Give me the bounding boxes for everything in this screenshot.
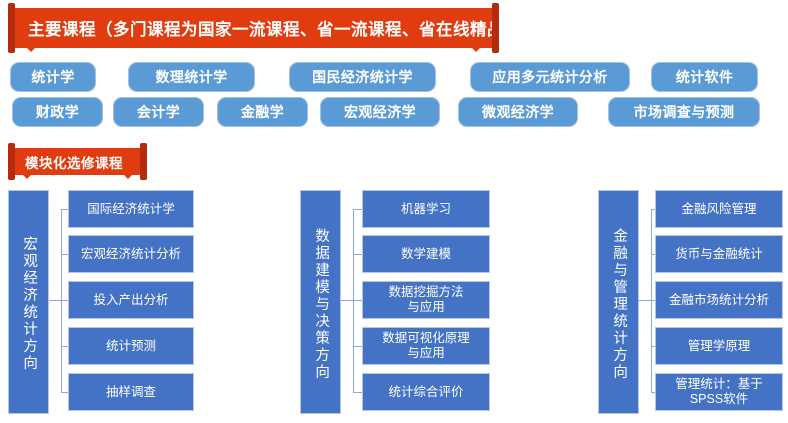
module-course-box[interactable]: 数学建模 (362, 235, 490, 273)
modular-electives-banner: 模块化选修课程 (8, 143, 147, 180)
connector-branch (353, 209, 362, 211)
core-course-pill[interactable]: 财政学 (12, 97, 103, 127)
core-course-pill[interactable]: 市场调查与预测 (608, 97, 760, 127)
core-course-pill[interactable]: 数理统计学 (128, 62, 255, 92)
module-course-box[interactable]: 金融风险管理 (655, 190, 783, 228)
module-course-box[interactable]: 宏观经济统计分析 (68, 235, 194, 273)
module-course-box[interactable]: 抽样调查 (68, 373, 194, 411)
connector-branch (353, 300, 362, 302)
main-courses-banner: 主要课程（多门课程为国家一流课程、省一流课程、省在线精品课程） (8, 3, 555, 53)
core-course-pill[interactable]: 应用多元统计分析 (470, 62, 630, 92)
ribbon-notch-icon (123, 174, 133, 179)
main-courses-banner-label: 主要课程（多门课程为国家一流课程、省一流课程、省在线精品课程） (28, 21, 555, 39)
core-course-pill[interactable]: 统计学 (10, 62, 96, 92)
core-course-label: 宏观经济学 (344, 104, 416, 120)
connector-branch (61, 346, 68, 348)
module-course-box[interactable]: 投入产出分析 (68, 281, 194, 319)
connector-stem (639, 300, 651, 302)
module-course-box[interactable]: 数据挖掘方法 与应用 (362, 281, 490, 319)
connector-branch (651, 209, 655, 211)
ribbon-tail-left-icon (8, 143, 15, 180)
module-course-box[interactable]: 国际经济统计学 (68, 190, 194, 228)
connector-branch (651, 254, 655, 256)
module-course-box[interactable]: 管理学原理 (655, 327, 783, 365)
core-course-label: 国民经济统计学 (312, 69, 413, 85)
core-course-label: 应用多元统计分析 (492, 69, 608, 85)
connector-stem (341, 300, 353, 302)
module-course-box[interactable]: 统计预测 (68, 327, 194, 365)
core-course-label: 统计学 (31, 69, 75, 85)
ribbon-tail-right-icon (140, 143, 147, 180)
module-direction-label[interactable]: 金融与管理统计方向 (598, 190, 639, 414)
core-course-label: 会计学 (136, 104, 181, 120)
module-direction-label[interactable]: 宏观经济统计方向 (8, 190, 49, 414)
core-course-pill[interactable]: 金融学 (217, 97, 308, 127)
module-course-box[interactable]: 数据可视化原理 与应用 (362, 327, 490, 365)
connector-branch (353, 254, 362, 256)
connector-branch (61, 254, 68, 256)
core-course-pill[interactable]: 微观经济学 (458, 97, 578, 127)
core-course-label: 数理统计学 (155, 69, 228, 85)
connector-branch (61, 392, 68, 394)
connector-branch (651, 392, 655, 394)
ribbon-notch-icon (26, 47, 36, 52)
connector-branch (61, 300, 68, 302)
connector-branch (353, 392, 362, 394)
ribbon-notch-icon (22, 174, 32, 179)
connector-branch (651, 346, 655, 348)
core-course-pill[interactable]: 统计软件 (651, 62, 758, 92)
module-course-box[interactable]: 金融市场统计分析 (655, 281, 783, 319)
module-course-box[interactable]: 统计综合评价 (362, 373, 490, 411)
module-course-box[interactable]: 货币与金融统计 (655, 235, 783, 273)
module-direction-label[interactable]: 数据建模与决策方向 (300, 190, 341, 414)
core-course-label: 市场调查与预测 (633, 104, 735, 120)
connector-branch (353, 346, 362, 348)
core-course-pill[interactable]: 宏观经济学 (320, 97, 440, 127)
core-course-pill[interactable]: 国民经济统计学 (289, 62, 436, 92)
module-course-box[interactable]: 管理统计：基于 SPSS软件 (655, 373, 783, 411)
core-course-label: 微观经济学 (482, 104, 554, 120)
ribbon-notch-icon (471, 47, 481, 52)
ribbon-tail-left-icon (8, 3, 15, 53)
connector-branch (651, 300, 655, 302)
module-course-box[interactable]: 机器学习 (362, 190, 490, 228)
core-course-label: 财政学 (35, 104, 80, 120)
modular-electives-banner-label: 模块化选修课程 (25, 155, 123, 171)
ribbon-tail-right-icon (492, 3, 499, 53)
core-course-pill[interactable]: 会计学 (113, 97, 204, 127)
connector-stem (49, 300, 61, 302)
connector-branch (61, 209, 68, 211)
core-course-label: 金融学 (240, 104, 285, 120)
core-course-label: 统计软件 (675, 69, 734, 85)
